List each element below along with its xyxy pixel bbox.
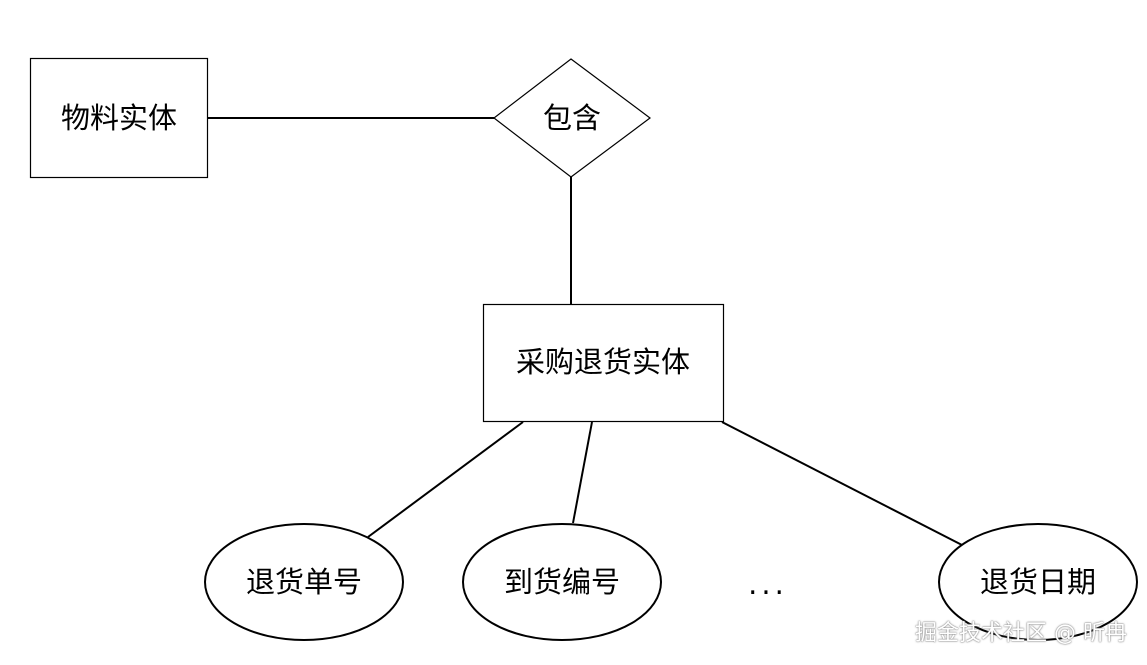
watermark-text: 掘金技术社区 @ 昕冉 <box>915 621 1127 646</box>
entity-purchase-return-label: 采购退货实体 <box>516 345 690 379</box>
connector-arrival-number <box>572 421 593 524</box>
attribute-return-date-ellipse <box>938 523 1138 641</box>
entity-material-box <box>29 57 209 179</box>
relationship-contains-label: 包含 <box>543 101 601 135</box>
attribute-arrival-number-ellipse <box>462 523 662 641</box>
attribute-return-number-label: 退货单号 <box>246 565 362 599</box>
attribute-return-number-ellipse <box>204 523 404 641</box>
entity-material-label: 物料实体 <box>61 101 177 135</box>
attribute-ellipsis: ... <box>748 567 788 601</box>
attribute-return-date-label: 退货日期 <box>980 565 1096 599</box>
attribute-arrival-number-label: 到货编号 <box>504 565 620 599</box>
connector-return-number <box>367 421 524 538</box>
connector-return-date <box>721 421 963 546</box>
relationship-contains-diamond <box>493 58 652 178</box>
entity-purchase-return-box <box>482 303 725 423</box>
